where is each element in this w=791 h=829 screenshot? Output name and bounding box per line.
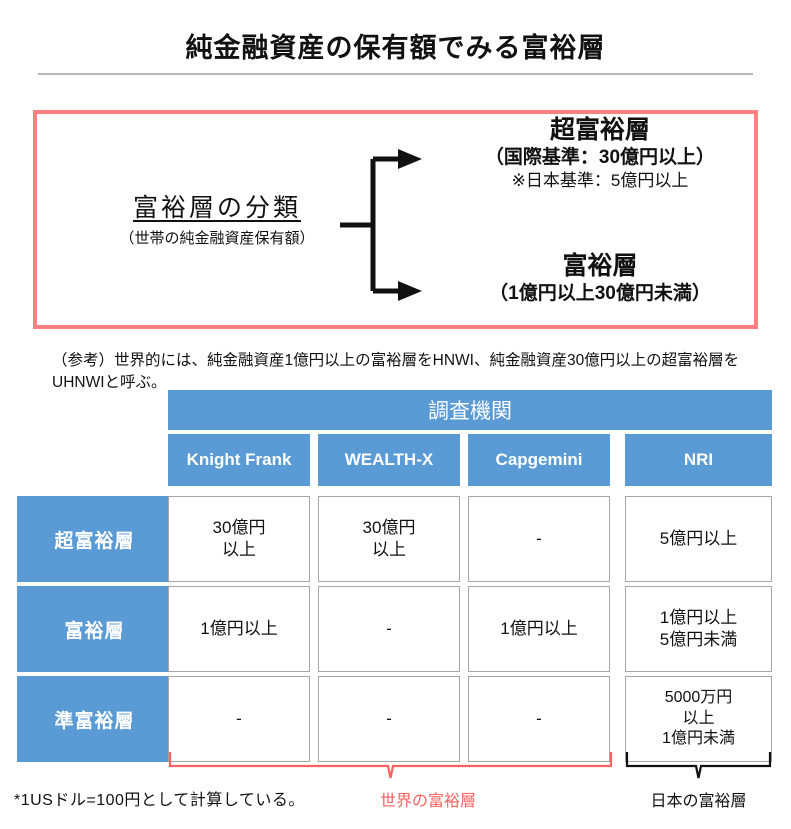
table-group-header: 調査機関 bbox=[168, 390, 772, 430]
table-cell: - bbox=[318, 586, 460, 672]
title-divider bbox=[38, 73, 753, 75]
table-cell: - bbox=[318, 676, 460, 762]
branch-ultra-wealthy-criteria: （国際基準：30億円以上） bbox=[484, 146, 716, 168]
classification-source-subtitle: （世帯の純金融資産保有額） bbox=[119, 230, 315, 247]
reference-note: （参考）世界的には、純金融資産1億円以上の富裕層をHNWI、純金融資産30億円以… bbox=[52, 352, 740, 392]
japan-wealthy-label: 日本の富裕層 bbox=[650, 793, 747, 810]
table-cell: 30億円 以上 bbox=[168, 496, 310, 582]
branch-wealthy-title: 富裕層 bbox=[562, 252, 638, 280]
branch-arrows bbox=[340, 145, 460, 305]
world-bracket bbox=[168, 752, 613, 780]
world-wealthy-label: 世界の富裕層 bbox=[379, 793, 476, 810]
branch-ultra-wealthy-note: ※日本基準：5億円以上 bbox=[511, 171, 689, 191]
table-cell: 1億円以上 5億円未満 bbox=[625, 586, 772, 672]
branch-ultra-wealthy: 超富裕層 （国際基準：30億円以上） ※日本基準：5億円以上 bbox=[430, 116, 770, 193]
table-cell: - bbox=[168, 676, 310, 762]
table-cell: 1億円以上 bbox=[168, 586, 310, 672]
classification-source-title: 富裕層の分類 bbox=[132, 194, 301, 222]
branch-wealthy: 富裕層 （1億円以上30億円未満） bbox=[430, 252, 770, 306]
table-cell: 5億円以上 bbox=[625, 496, 772, 582]
column-header-nri: NRI bbox=[625, 434, 772, 486]
row-header-wealthy: 富裕層 bbox=[17, 586, 172, 672]
classification-source-label: 富裕層の分類 （世帯の純金融資産保有額） bbox=[92, 188, 342, 248]
column-header-capgemini: Capgemini bbox=[468, 434, 610, 486]
branch-ultra-wealthy-title: 超富裕層 bbox=[549, 116, 650, 144]
column-header-knight-frank: Knight Frank bbox=[168, 434, 310, 486]
table-cell: 30億円 以上 bbox=[318, 496, 460, 582]
column-header-wealth-x: WEALTH-X bbox=[318, 434, 460, 486]
row-header-semi-wealthy: 準富裕層 bbox=[17, 676, 172, 762]
row-header-ultra-wealthy: 超富裕層 bbox=[17, 496, 172, 582]
table-cell: 1億円以上 bbox=[468, 586, 610, 672]
page-title: 純金融資産の保有額でみる富裕層 bbox=[185, 33, 606, 63]
footnote: *1USドル=100円として計算している。 bbox=[14, 792, 305, 809]
branch-wealthy-criteria: （1億円以上30億円未満） bbox=[489, 282, 711, 304]
table-cell: - bbox=[468, 676, 610, 762]
japan-bracket bbox=[625, 752, 772, 780]
table-cell: - bbox=[468, 496, 610, 582]
table-cell: 5000万円 以上 1億円未満 bbox=[625, 676, 772, 762]
